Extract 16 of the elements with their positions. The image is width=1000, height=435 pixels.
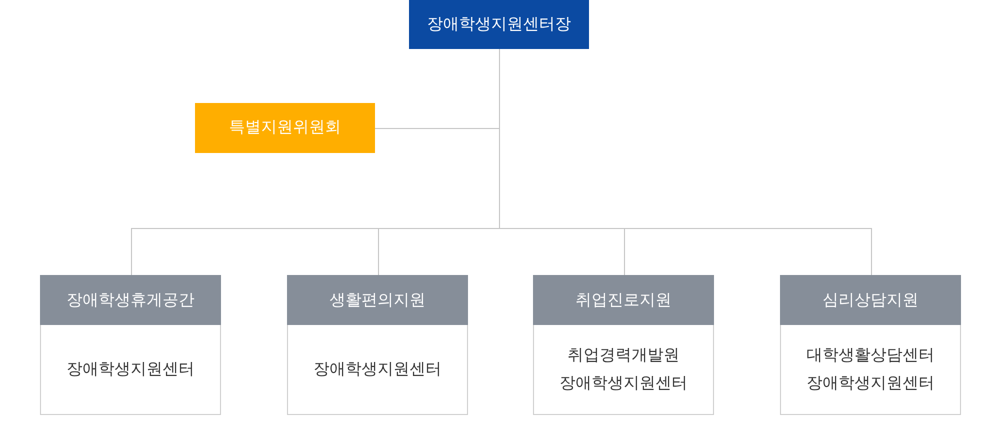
unit-header: 취업진로지원	[533, 275, 714, 325]
unit-name: 장애학생지원센터	[806, 374, 934, 394]
unit-header: 장애학생휴게공간	[40, 275, 221, 325]
unit-box	[533, 275, 714, 415]
unit-name: 장애학생지원센터	[66, 360, 194, 380]
unit-name: 대학생활상담센터	[806, 346, 934, 366]
unit-header: 생활편의지원	[287, 275, 468, 325]
unit-box	[287, 275, 468, 415]
unit-name: 취업경력개발원	[568, 346, 680, 366]
unit-box	[40, 275, 221, 415]
director-box: 장애학생지원센터장	[409, 0, 589, 49]
unit-header: 심리상담지원	[780, 275, 961, 325]
unit-name: 장애학생지원센터	[560, 374, 688, 394]
unit-box	[780, 275, 961, 415]
committee-box: 특별지원위원회	[195, 103, 375, 153]
unit-name: 장애학생지원센터	[314, 360, 442, 380]
